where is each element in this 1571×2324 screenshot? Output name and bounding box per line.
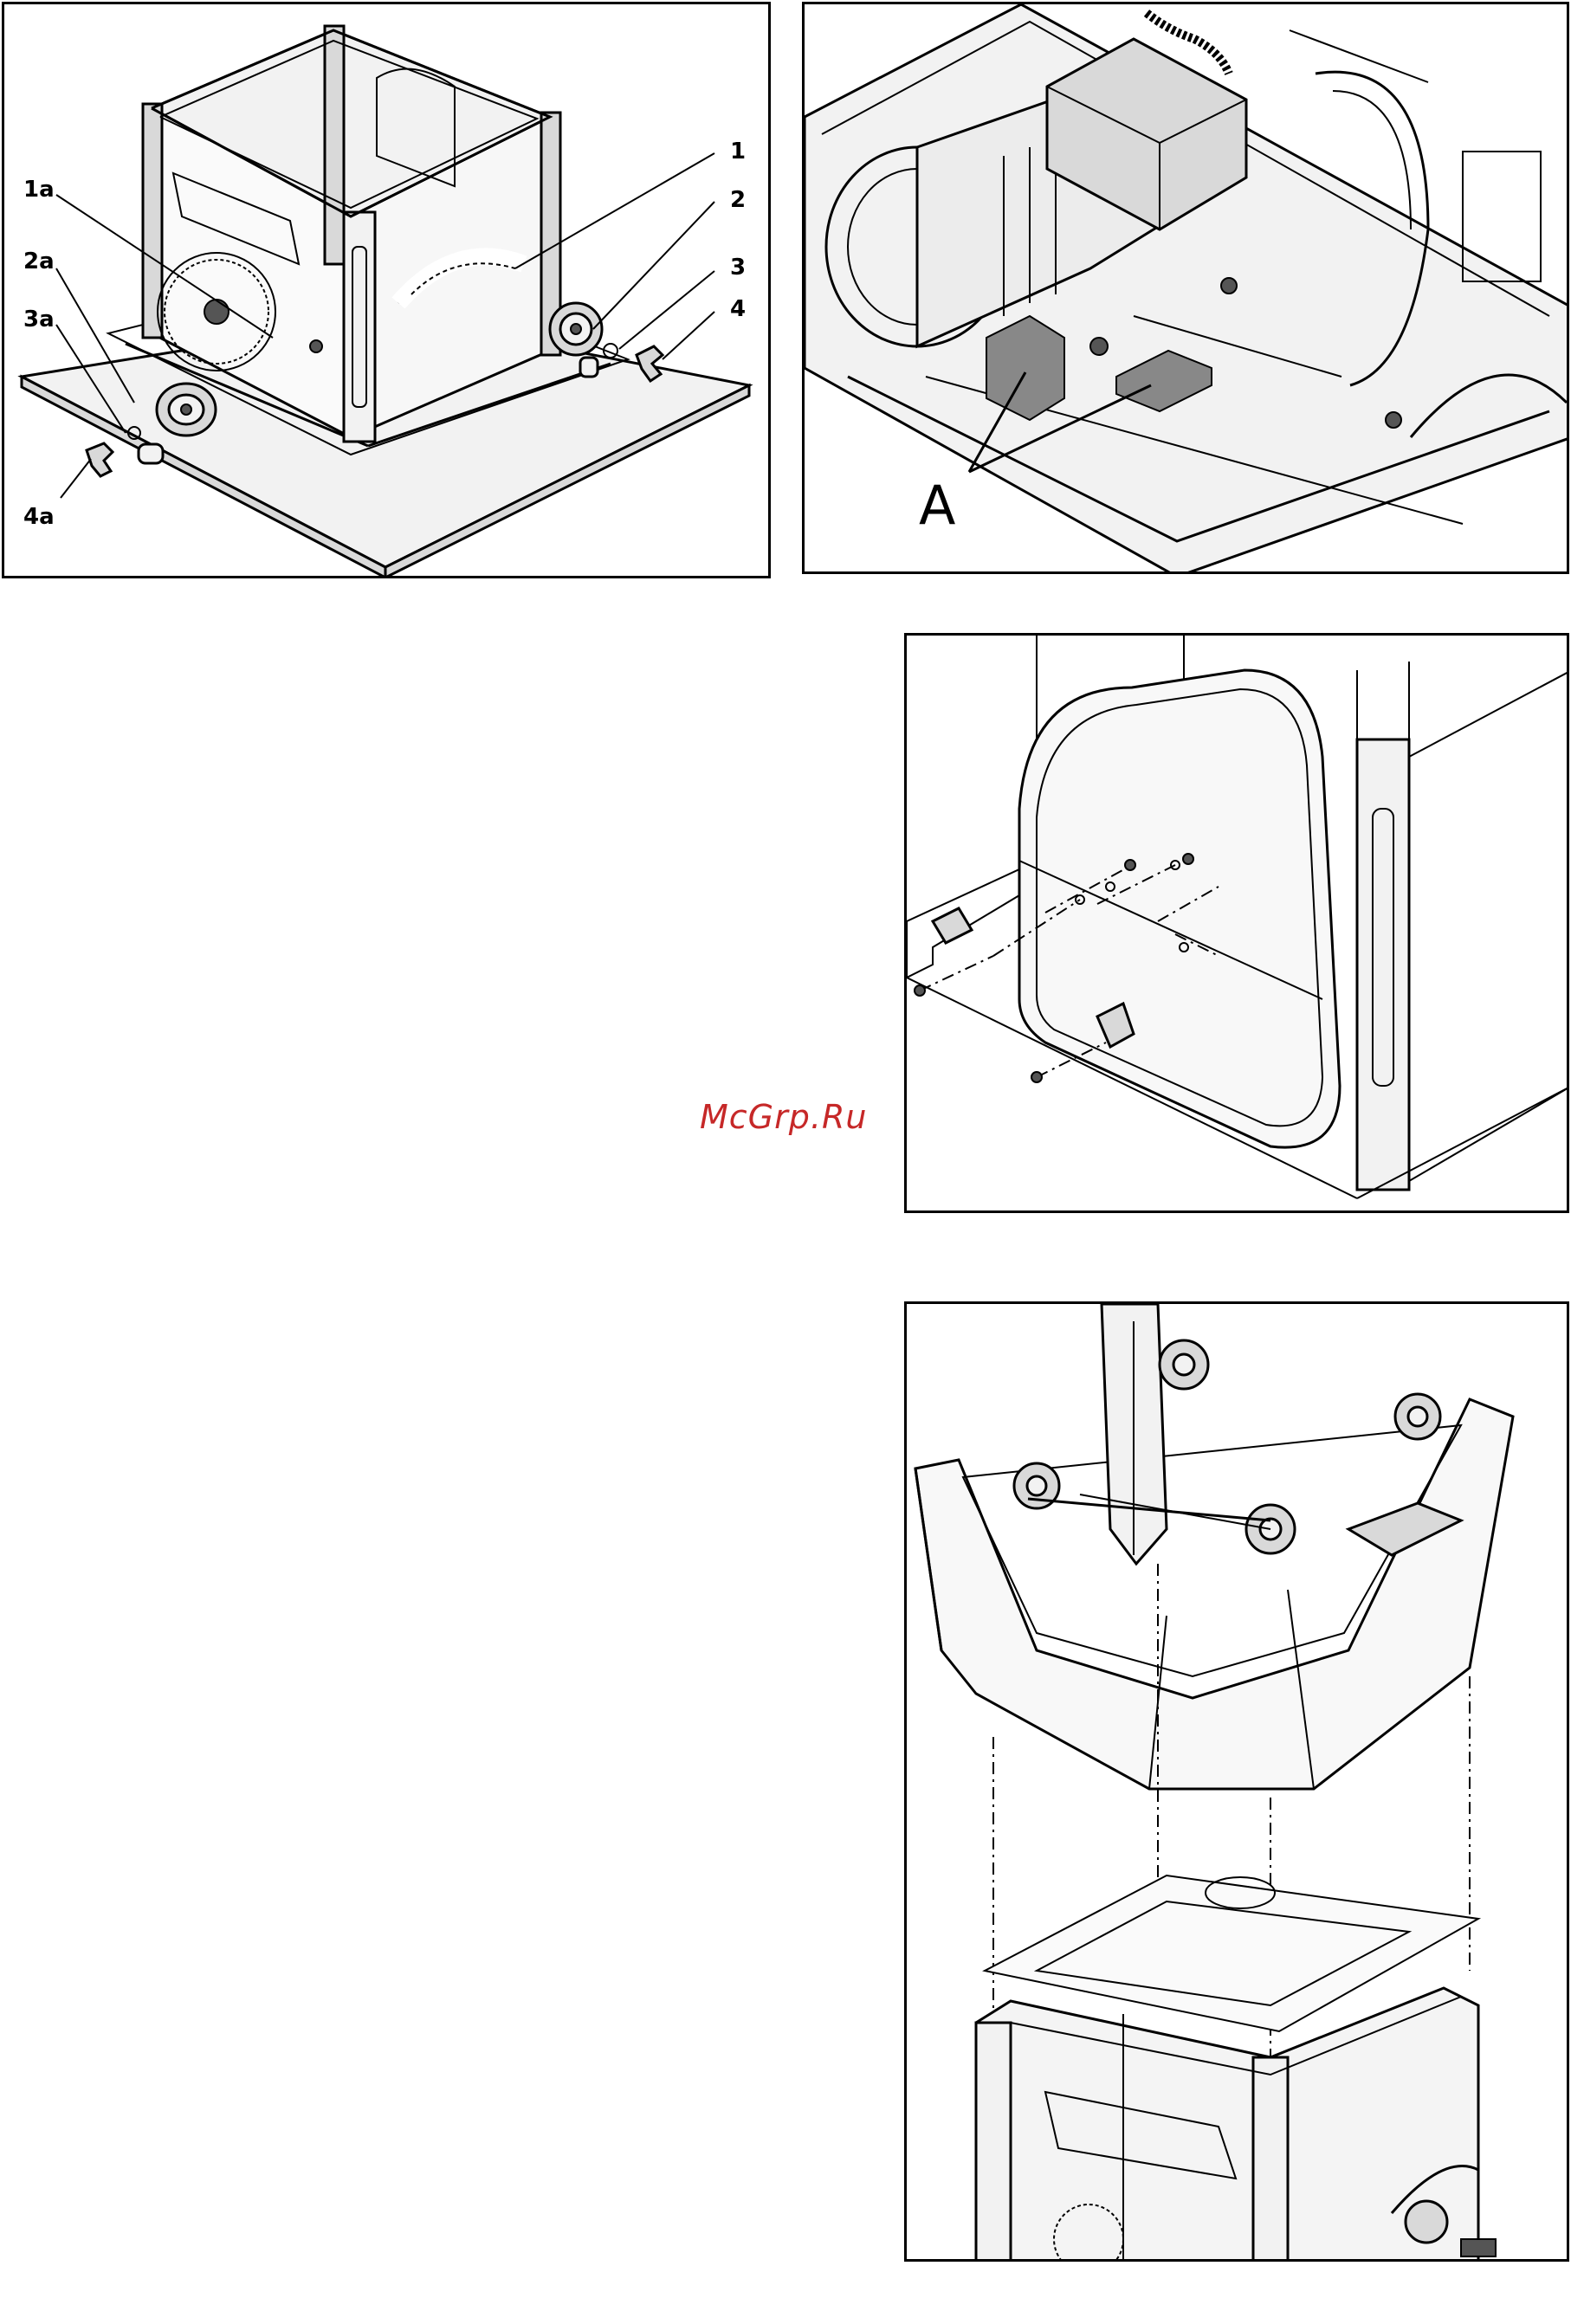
callout-1: 1 xyxy=(730,139,746,165)
caster-base-drawing xyxy=(907,1304,1569,2262)
figure-caster-base xyxy=(904,1301,1569,2262)
figure-side-cover xyxy=(904,633,1569,1213)
stand-assembly-drawing: 1 1a 2 2a 3 3a 4 4a xyxy=(4,4,771,578)
figure-stand-assembly: 1 1a 2 2a 3 3a 4 4a xyxy=(2,2,771,578)
side-cover-drawing xyxy=(907,636,1569,1213)
callout-3a: 3a xyxy=(23,307,55,332)
callout-3: 3 xyxy=(730,255,746,281)
callout-2: 2 xyxy=(730,187,746,213)
callout-4: 4 xyxy=(730,296,746,322)
callout-2a: 2a xyxy=(23,249,55,274)
callout-4a: 4a xyxy=(23,504,55,530)
motor-pads-drawing: A xyxy=(805,4,1569,574)
callout-A: A xyxy=(919,474,955,537)
callout-1a: 1a xyxy=(23,177,55,203)
watermark: McGrp.Ru xyxy=(700,1098,867,1136)
figure-motor-pads: A xyxy=(802,2,1569,574)
